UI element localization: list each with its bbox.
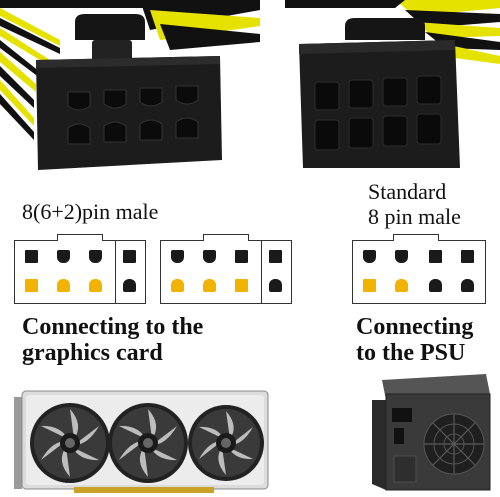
right-caption-line1: Connecting [356, 314, 474, 340]
right-header-line2: 8 pin male [368, 204, 461, 229]
left-wires [0, 0, 260, 140]
psu-image [372, 374, 491, 491]
psu-fan-grill [423, 413, 485, 475]
left-caption-line1: Connecting to the [22, 314, 204, 340]
left-caption-line2: graphics card [22, 340, 163, 366]
right-caption-line2: to the PSU [356, 340, 466, 366]
pin-diagram-standard-8 [352, 234, 486, 304]
graphics-card-image [14, 390, 269, 493]
pin-diagram-6plus2-b [160, 234, 292, 304]
gpu-fans [30, 403, 264, 483]
left-header: 8(6+2)pin male [22, 199, 159, 224]
pin-diagram-6plus2-a [14, 234, 146, 304]
right-connector-photo [285, 0, 500, 168]
left-connector-photo [0, 0, 260, 170]
right-header-line1: Standard [368, 179, 447, 204]
